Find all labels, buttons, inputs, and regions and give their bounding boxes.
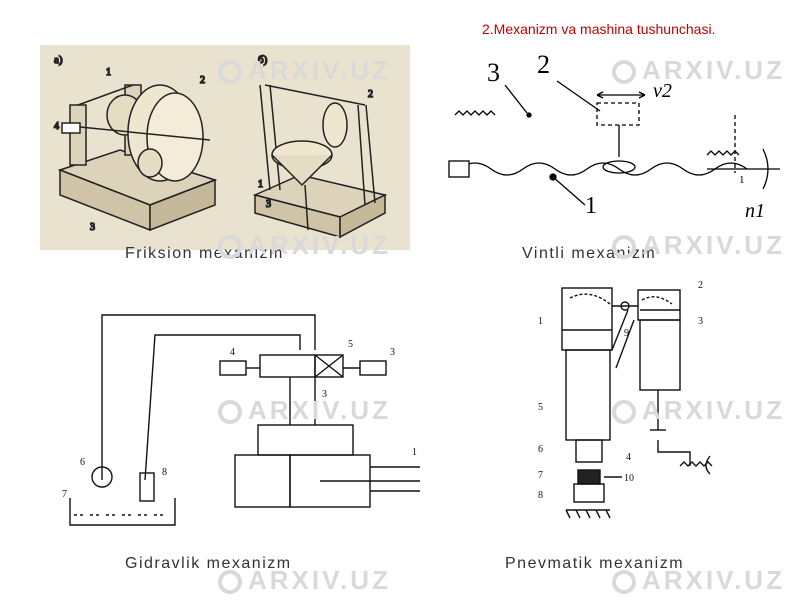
pneumatic-label-2: 2	[698, 280, 703, 291]
caption-hydraulic: Gidravlik mexanizm	[125, 555, 292, 572]
pneumatic-label-9: 9	[624, 328, 629, 339]
watermark-circle-icon	[612, 400, 636, 425]
caption-friction: Friksion mexanizm	[125, 245, 284, 262]
watermark: ARXIV.UZ	[612, 230, 785, 261]
friction-a-label-1: 1	[106, 67, 111, 78]
watermark: ARXIV.UZ	[612, 55, 785, 86]
watermark-circle-icon	[218, 235, 242, 260]
pneumatic-label-5: 5	[538, 402, 543, 413]
watermark: ARXIV.UZ	[612, 565, 785, 596]
pneumatic-label-3: 3	[698, 316, 703, 327]
friction-label-a: a)	[54, 54, 63, 66]
screw-mechanism-drawing: 3 2 v2 1 1 n1	[448, 50, 780, 222]
watermark: ARXIV.UZ	[218, 55, 391, 86]
watermark: ARXIV.UZ	[218, 395, 391, 426]
screw-label-v2: v2	[653, 80, 672, 102]
watermark: ARXIV.UZ	[218, 565, 391, 596]
hydraulic-label-4: 4	[230, 347, 235, 358]
friction-label-b: б)	[258, 54, 268, 66]
watermark: ARXIV.UZ	[218, 230, 391, 261]
hydraulic-mechanism-drawing: 4 5 3 3 1 6 8 7	[62, 314, 420, 526]
screw-label-3: 3	[487, 58, 500, 87]
pneumatic-label-1: 1	[538, 316, 543, 327]
watermark-circle-icon	[612, 235, 636, 260]
pneumatic-label-10: 10	[624, 473, 634, 484]
watermark-circle-icon	[218, 570, 242, 595]
pneumatic-mechanism-drawing: 1 2 3 4 5 6 7 8 9 10	[538, 280, 713, 519]
watermark-circle-icon	[612, 570, 636, 595]
screw-label-1: 1	[585, 193, 597, 219]
hydraulic-label-7: 7	[62, 489, 67, 500]
pneumatic-label-4: 4	[626, 452, 631, 463]
pneumatic-label-6: 6	[538, 444, 543, 455]
pneumatic-label-7: 7	[538, 470, 543, 481]
hydraulic-label-6: 6	[80, 457, 85, 468]
hydraulic-label-8: 8	[162, 467, 167, 478]
hydraulic-label-1: 1	[412, 447, 417, 458]
hydraulic-label-3b: 3	[390, 347, 395, 358]
screw-label-small-1: 1	[739, 174, 745, 186]
friction-b-label-1: 1	[258, 179, 263, 190]
screw-label-n1: n1	[745, 200, 765, 222]
friction-a-label-3: 3	[90, 222, 95, 233]
friction-a-label-4: 4	[54, 121, 59, 132]
watermark-circle-icon	[218, 60, 242, 85]
caption-pneumatic: Pnevmatik mexanizm	[505, 555, 685, 572]
friction-b-label-2: 2	[368, 89, 373, 100]
friction-a-label-2: 2	[200, 75, 205, 86]
watermark: ARXIV.UZ	[612, 395, 785, 426]
hydraulic-label-3: 3	[322, 389, 327, 400]
watermark-circle-icon	[218, 400, 242, 425]
slide-title: 2.Mexanizm va mashina tushunchasi.	[482, 21, 716, 37]
friction-b-label-3: 3	[266, 199, 271, 210]
watermark-circle-icon	[612, 60, 636, 85]
screw-label-2: 2	[537, 50, 550, 79]
hydraulic-label-5: 5	[348, 339, 353, 350]
pneumatic-label-8: 8	[538, 490, 543, 501]
